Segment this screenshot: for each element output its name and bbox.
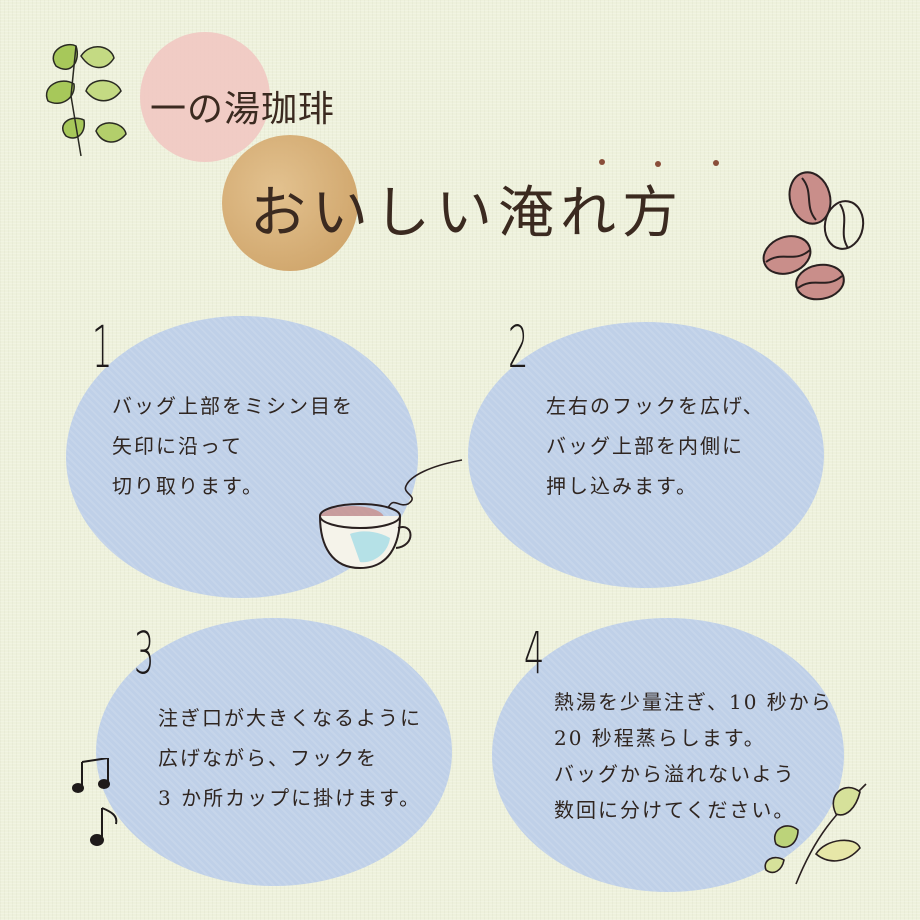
sprig-icon: [764, 783, 867, 885]
step-line: 20 秒程蒸らします。: [554, 726, 766, 750]
gold-circle: [222, 135, 358, 271]
coffee-beans-icon: [762, 171, 865, 301]
step-2-text: 左右のフックを広げ、 バッグ上部を内側に 押し込みます。: [546, 386, 765, 506]
step-line: 広げながら、フックを: [158, 746, 378, 770]
step-line: 注ぎ口が大きくなるように: [158, 706, 422, 730]
step-3-text: 注ぎ口が大きくなるように 広げながら、フックを 3 か所カップに掛けます。: [158, 698, 422, 818]
brand-name: 一の湯珈琲: [150, 89, 336, 130]
step-2-bubble: [468, 322, 824, 588]
step-line: 3 か所カップに掛けます。: [158, 786, 422, 810]
step-1-text: バッグ上部をミシン目を 矢印に沿って 切り取ります。: [112, 386, 354, 506]
page-title: おいしい淹れ方: [250, 181, 684, 246]
step-2-number: 2: [508, 313, 529, 381]
pink-circle: [140, 32, 270, 162]
step-line: 押し込みます。: [546, 474, 698, 498]
step-3-number: 3: [134, 619, 155, 687]
title-dots: [599, 159, 719, 167]
step-line: 熱湯を少量注ぎ、10 秒から: [554, 690, 833, 714]
step-4-number: 4: [524, 619, 545, 687]
step-1-bubble: [66, 316, 418, 598]
music-notes-icon: [72, 758, 118, 846]
step-4-text: 熱湯を少量注ぎ、10 秒から 20 秒程蒸らします。 バッグから溢れないよう 数…: [554, 684, 833, 828]
leaves-icon: [45, 44, 127, 157]
step-line: 切り取ります。: [112, 474, 264, 498]
coffee-cup-icon: [319, 459, 463, 570]
step-line: 矢印に沿って: [112, 434, 243, 458]
step-line: バッグ上部をミシン目を: [112, 394, 354, 418]
step-line: バッグ上部を内側に: [546, 434, 744, 458]
step-line: 左右のフックを広げ、: [546, 394, 765, 418]
step-line: 数回に分けてください。: [554, 798, 796, 822]
step-line: バッグから溢れないよう: [554, 762, 796, 786]
step-3-bubble: [96, 618, 452, 886]
step-1-number: 1: [92, 313, 113, 381]
